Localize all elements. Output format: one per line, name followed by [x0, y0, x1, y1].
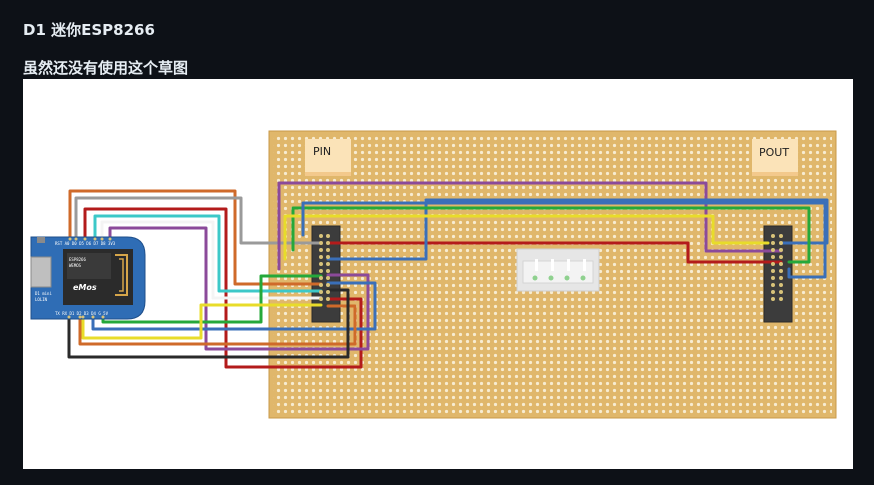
wire-green-2 — [291, 206, 811, 264]
wire-orange-2 — [78, 304, 357, 346]
board-logo: eMos — [73, 283, 97, 292]
board-chip-text-1: ESP8266 — [69, 257, 86, 262]
pin-label-text: PIN — [313, 145, 331, 158]
heading-sketch-note: 虽然还没有使用这个草图 — [23, 59, 189, 77]
heading-board-title: D1 迷你ESP8266 — [23, 21, 155, 39]
wemos-d1-mini-board: eMos ESP8266 WEMOS D1 mini LOLIN RST A0 … — [30, 236, 146, 320]
pin-label-tag: PIN — [305, 139, 351, 176]
wiring-diagram-image: PIN POUT — [23, 79, 853, 469]
wire-white-1 — [100, 220, 323, 300]
wire-green-1 — [101, 274, 323, 324]
wire-cyan-1 — [93, 214, 323, 293]
board-chip-text-2: WEMOS — [69, 263, 82, 268]
wire-black-1 — [67, 288, 350, 359]
wire-blue-2 — [326, 198, 829, 261]
wire-blue-1 — [91, 281, 377, 331]
pout-label-tag: POUT — [752, 139, 798, 176]
wire-red-2 — [326, 241, 783, 264]
wire-red-1 — [83, 207, 363, 369]
wiring-diagram-svg: PIN POUT — [30, 130, 837, 419]
board-side-text: D1 mini — [35, 291, 52, 296]
wire-blue-3 — [301, 201, 827, 279]
jst-connector — [516, 248, 600, 292]
wire-purple-2 — [277, 181, 783, 271]
wire-gray-1 — [74, 196, 323, 245]
board-side-text-2: LOLIN — [35, 297, 48, 302]
wire-yellow-1 — [81, 303, 323, 340]
wire-purple-1 — [108, 226, 370, 351]
wire-yellow-2 — [283, 214, 770, 261]
board-pin-labels-bottom: TX RX D1 D2 D3 D4 G 5V — [55, 311, 109, 316]
pout-label-text: POUT — [759, 146, 789, 159]
board-pin-labels-top: RST A0 D0 D5 D6 D7 D8 3V3 — [55, 241, 116, 246]
wire-orange-1 — [68, 189, 323, 286]
